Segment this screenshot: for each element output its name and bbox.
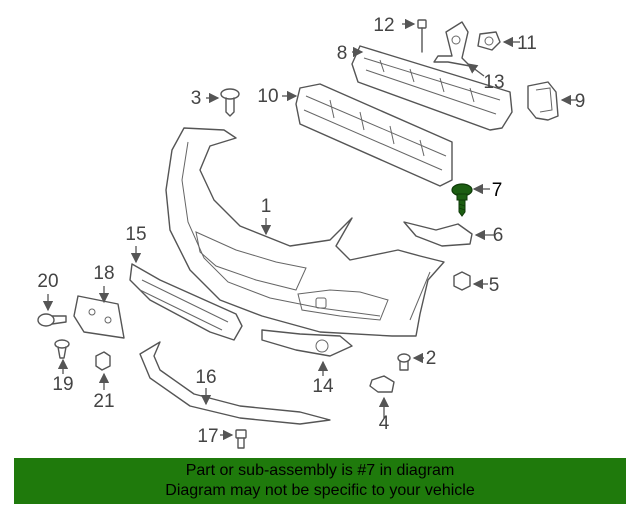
part-19-screw[interactable] (54, 339, 70, 359)
callout-20: 20 (37, 271, 58, 292)
part-16-lower-spoiler[interactable] (139, 341, 331, 425)
leader-lines (42, 18, 576, 441)
part-8-reinforcement-bar[interactable] (351, 45, 513, 131)
callout-13: 13 (483, 72, 504, 93)
callout-21: 21 (93, 391, 114, 412)
part-11-clip-nut[interactable] (477, 31, 501, 51)
callout-19: 19 (52, 374, 73, 395)
callout-9: 9 (575, 91, 586, 112)
callout-1: 1 (261, 196, 272, 217)
part-21-nut[interactable] (95, 351, 111, 371)
callout-5: 5 (489, 275, 500, 296)
part-18-license-bracket[interactable] (73, 295, 125, 339)
part-2-bolt[interactable] (397, 353, 411, 371)
callout-3: 3 (191, 88, 202, 109)
callout-7: 7 (492, 180, 503, 201)
part-13-bracket[interactable] (433, 21, 471, 67)
part-15-lower-grille[interactable] (129, 263, 243, 341)
callout-12: 12 (373, 15, 394, 36)
info-banner: Part or sub-assembly is #7 in diagram Di… (14, 458, 626, 504)
part-4-clip[interactable] (369, 375, 395, 393)
part-10-energy-absorber[interactable] (295, 83, 453, 187)
callout-8: 8 (337, 43, 348, 64)
part-5-nut[interactable] (453, 271, 471, 291)
callout-4: 4 (379, 413, 390, 434)
part-9-side-bracket[interactable] (527, 81, 559, 121)
part-12-bolt[interactable] (417, 19, 427, 53)
callout-15: 15 (125, 224, 146, 245)
part-6-bumper-bracket[interactable] (403, 221, 473, 247)
callout-11: 11 (517, 33, 537, 54)
callout-18: 18 (93, 263, 114, 284)
banner-line-1: Part or sub-assembly is #7 in diagram (185, 462, 455, 479)
callout-14: 14 (312, 376, 334, 397)
part-17-bolt[interactable] (235, 429, 247, 449)
callout-2: 2 (426, 348, 437, 369)
part-7-bolt-highlighted[interactable] (451, 183, 473, 217)
callout-16: 16 (195, 367, 216, 388)
banner-line-2: Diagram may not be specific to your vehi… (165, 482, 475, 499)
callout-17: 17 (197, 426, 218, 447)
part-3-push-pin[interactable] (220, 88, 240, 117)
part-1-bumper-cover[interactable] (165, 127, 445, 337)
part-14-fog-lamp-bezel[interactable] (261, 329, 353, 357)
callout-6: 6 (493, 225, 504, 246)
callout-10: 10 (257, 86, 278, 107)
part-20-clip[interactable] (37, 313, 67, 327)
